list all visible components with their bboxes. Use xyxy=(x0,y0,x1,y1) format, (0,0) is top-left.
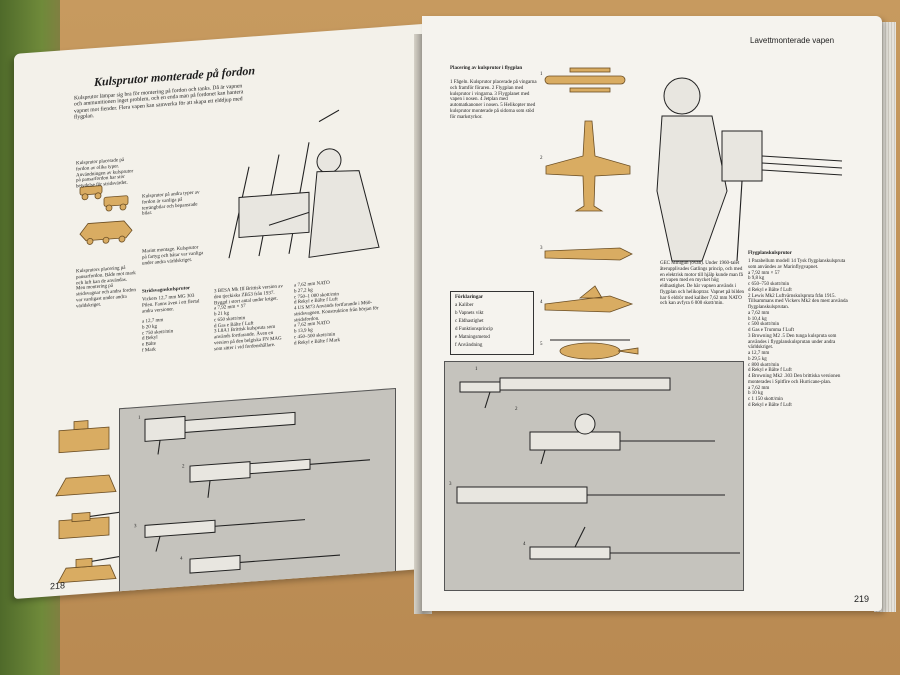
right-panel-number-1: 1 xyxy=(475,367,478,372)
legend-item-c: c Eldhastighet xyxy=(455,319,484,324)
left-panel-number-1: 1 xyxy=(138,415,141,421)
left-col1-text: Kulsprutor placerade på fordon av olika … xyxy=(76,157,134,190)
left-col3-text: 3 BESA Mk III Brittisk version av den tj… xyxy=(214,284,283,352)
legend-item-e: e Matningsmetod xyxy=(455,335,490,340)
legend-item-b: b Vapnets vikt xyxy=(455,311,484,316)
right-col1-heading: Placering av kulsprutor i flygplan xyxy=(450,66,523,71)
tank-icon-3 xyxy=(58,511,121,540)
left-col4-text: a 7,62 mm NATO b 27,2 kg c 750–1 000 sko… xyxy=(294,280,379,346)
jet-icon xyxy=(544,285,634,313)
right-page: Lavettmonterade vapen Placering av kulsp… xyxy=(422,16,882,611)
fighter-topview-icon xyxy=(545,120,631,212)
right-col-heading: Flygplanskulsprutor xyxy=(748,251,792,256)
truck-icon xyxy=(103,195,129,212)
left-panel-number-2: 2 xyxy=(182,464,185,470)
tank-icons xyxy=(55,420,123,584)
right-running-head: Lavettmonterade vapen xyxy=(750,36,835,45)
right-gun-panel: 2 1 3 4 xyxy=(444,361,744,591)
left-page: Kulsprutor monterade på fordon Kulspruto… xyxy=(14,23,424,600)
machine-gun-drawings-left xyxy=(144,411,370,574)
machine-gun-2 xyxy=(189,458,370,498)
legend-title: Förklaringar xyxy=(455,295,484,300)
left-gun-panel: 1 2 3 4 xyxy=(119,387,396,596)
fighter-sideview-icon xyxy=(544,247,633,261)
helicopter-icon xyxy=(550,339,639,360)
tank-icon-1 xyxy=(58,420,110,454)
left-col2-text-c: Vickers 12,7 mm MG 303 Pilen. Fanns även… xyxy=(142,293,200,315)
aircraft-placements xyxy=(544,67,639,360)
aircraft-number-3: 3 xyxy=(540,246,543,251)
aircraft-gun-3 xyxy=(456,486,725,504)
left-col1-caption: Kulsprutors placering på pansarfordon. B… xyxy=(76,265,136,309)
jeep-icon xyxy=(79,185,103,201)
aircraft-number-4: 4 xyxy=(540,300,543,305)
machine-gun-1 xyxy=(144,411,296,455)
left-col2-text-b: Marint montage. Kulsprutor på fartyg och… xyxy=(142,245,204,267)
machine-gun-4 xyxy=(189,554,340,574)
minigun-caption: GEC Minigun (ovan). Under 1960-talet åte… xyxy=(660,261,745,307)
tank-icon-4 xyxy=(57,555,123,584)
aircraft-gun-2 xyxy=(529,413,715,465)
left-spec-block: a 12,7 mm b 20 kg c 750 skott/min d Beky… xyxy=(142,318,174,354)
armored-car-icon xyxy=(79,220,133,245)
right-col-text: 1 Parabellum modell 14 Tysk flygplanskul… xyxy=(748,259,848,408)
tank-icon-2 xyxy=(55,474,117,497)
vehicle-icons xyxy=(79,185,133,245)
machine-gun-drawings-right xyxy=(456,377,740,560)
gunner-minigun-illustration xyxy=(656,77,843,262)
aircraft-number-1: 1 xyxy=(540,72,543,77)
aircraft-gun-4 xyxy=(529,526,740,560)
left-col2-text-a: Kulsprutor på andra typer av fordon är v… xyxy=(142,190,200,217)
right-panel-number-2: 2 xyxy=(515,407,518,412)
legend-item-f: f Användning xyxy=(455,343,483,348)
open-book: Kulsprutor monterade på fordon Kulspruto… xyxy=(14,14,900,624)
right-panel-number-3: 3 xyxy=(449,482,452,487)
legend-item-a: a Kaliber xyxy=(455,303,474,308)
machine-gun-3 xyxy=(144,519,305,552)
right-col1-text: 1 Fågeln. Kulsprutor placerade på vingar… xyxy=(450,80,537,120)
left-panel-number-3: 3 xyxy=(134,524,137,530)
aircraft-number-5: 5 xyxy=(540,342,543,347)
left-panel-number-4: 4 xyxy=(180,556,183,562)
aircraft-gun-1 xyxy=(459,377,671,409)
legend-box: Förklaringar a Kaliber b Vapnets vikt c … xyxy=(450,291,534,355)
aircraft-number-2: 2 xyxy=(540,156,543,161)
biplane-icon xyxy=(544,67,626,93)
right-panel-number-4: 4 xyxy=(523,542,526,547)
soldier-mounted-guns-illustration xyxy=(228,109,380,259)
left-page-number: 218 xyxy=(50,580,66,592)
right-page-number: 219 xyxy=(854,594,870,604)
legend-item-d: d Funktionsprincip xyxy=(455,327,493,332)
